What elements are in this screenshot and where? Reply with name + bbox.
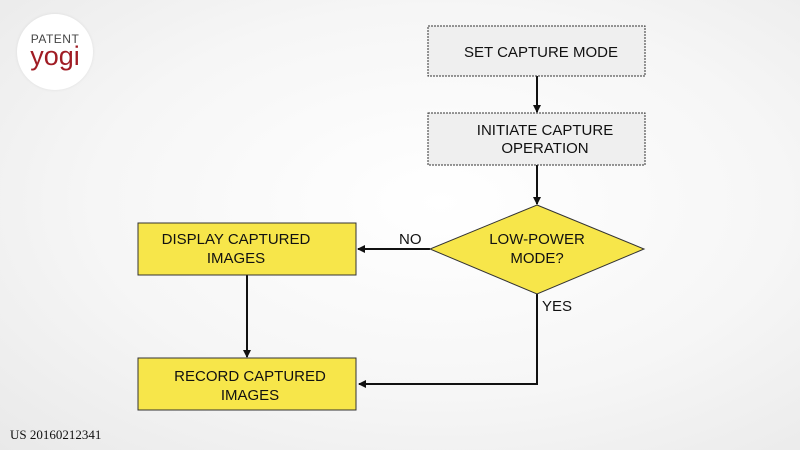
decision-label-line2: MODE? — [510, 250, 563, 267]
display-label-line1: DISPLAY CAPTURED — [162, 231, 311, 248]
arrow-yes-to-record — [358, 294, 538, 388]
set-capture-mode-label: SET CAPTURE MODE — [464, 44, 618, 61]
yes-branch-label: YES — [542, 298, 572, 315]
patent-number: US 20160212341 — [10, 427, 102, 442]
record-label-line2: IMAGES — [221, 387, 279, 404]
initiate-capture-label-line2: OPERATION — [501, 140, 588, 157]
no-branch-label: NO — [399, 231, 422, 248]
low-power-mode-decision — [428, 204, 646, 295]
logo-top-text: PATENT — [30, 32, 80, 46]
decision-label-line1: LOW-POWER — [489, 231, 585, 248]
logo-bottom-text: yogi — [30, 41, 80, 71]
display-label-line2: IMAGES — [207, 250, 265, 267]
record-label-line1: RECORD CAPTURED — [174, 368, 326, 385]
set-capture-mode-box — [427, 25, 646, 77]
record-captured-images-box — [137, 357, 357, 411]
initiate-capture-label-line1: INITIATE CAPTURE — [477, 122, 613, 139]
patent-yogi-logo: PATENT yogi — [17, 14, 93, 90]
initiate-capture-box — [427, 112, 646, 166]
display-captured-images-box — [137, 222, 357, 276]
